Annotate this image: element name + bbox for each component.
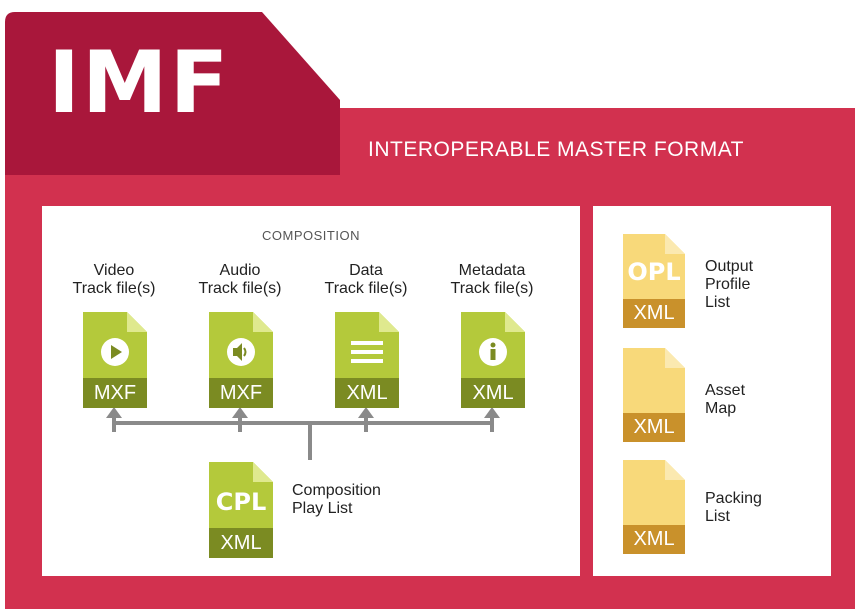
connector-arrows bbox=[106, 407, 500, 460]
composition-label: COMPOSITION bbox=[262, 228, 360, 243]
audio-mxf-file-icon: MXF bbox=[209, 312, 273, 408]
data-format-label: XML bbox=[346, 382, 388, 404]
metadata-xml-file-icon: XML bbox=[461, 312, 525, 408]
page-subtitle: INTEROPERABLE MASTER FORMAT bbox=[368, 138, 744, 161]
opl-format-label: XML bbox=[633, 302, 675, 324]
page-title: IMF bbox=[48, 33, 231, 133]
asset-map-format-label: XML bbox=[633, 416, 675, 438]
opl-xml-file-icon: OPL XML bbox=[623, 234, 685, 328]
cpl-format-label: XML bbox=[220, 532, 262, 554]
video-format-label: MXF bbox=[93, 382, 137, 404]
metadata-format-label: XML bbox=[472, 382, 514, 404]
title-block bbox=[5, 12, 340, 175]
audio-format-label: MXF bbox=[219, 382, 263, 404]
packing-list-format-label: XML bbox=[633, 528, 675, 550]
asset-map-xml-file-icon: XML bbox=[623, 348, 685, 442]
cpl-code: CPL bbox=[215, 488, 267, 516]
video-mxf-file-icon: MXF bbox=[83, 312, 147, 408]
packing-list-xml-file-icon: XML bbox=[623, 460, 685, 554]
cpl-xml-file-icon: CPL XML bbox=[209, 462, 273, 558]
data-xml-file-icon: XML bbox=[335, 312, 399, 408]
opl-code: OPL bbox=[627, 258, 681, 286]
